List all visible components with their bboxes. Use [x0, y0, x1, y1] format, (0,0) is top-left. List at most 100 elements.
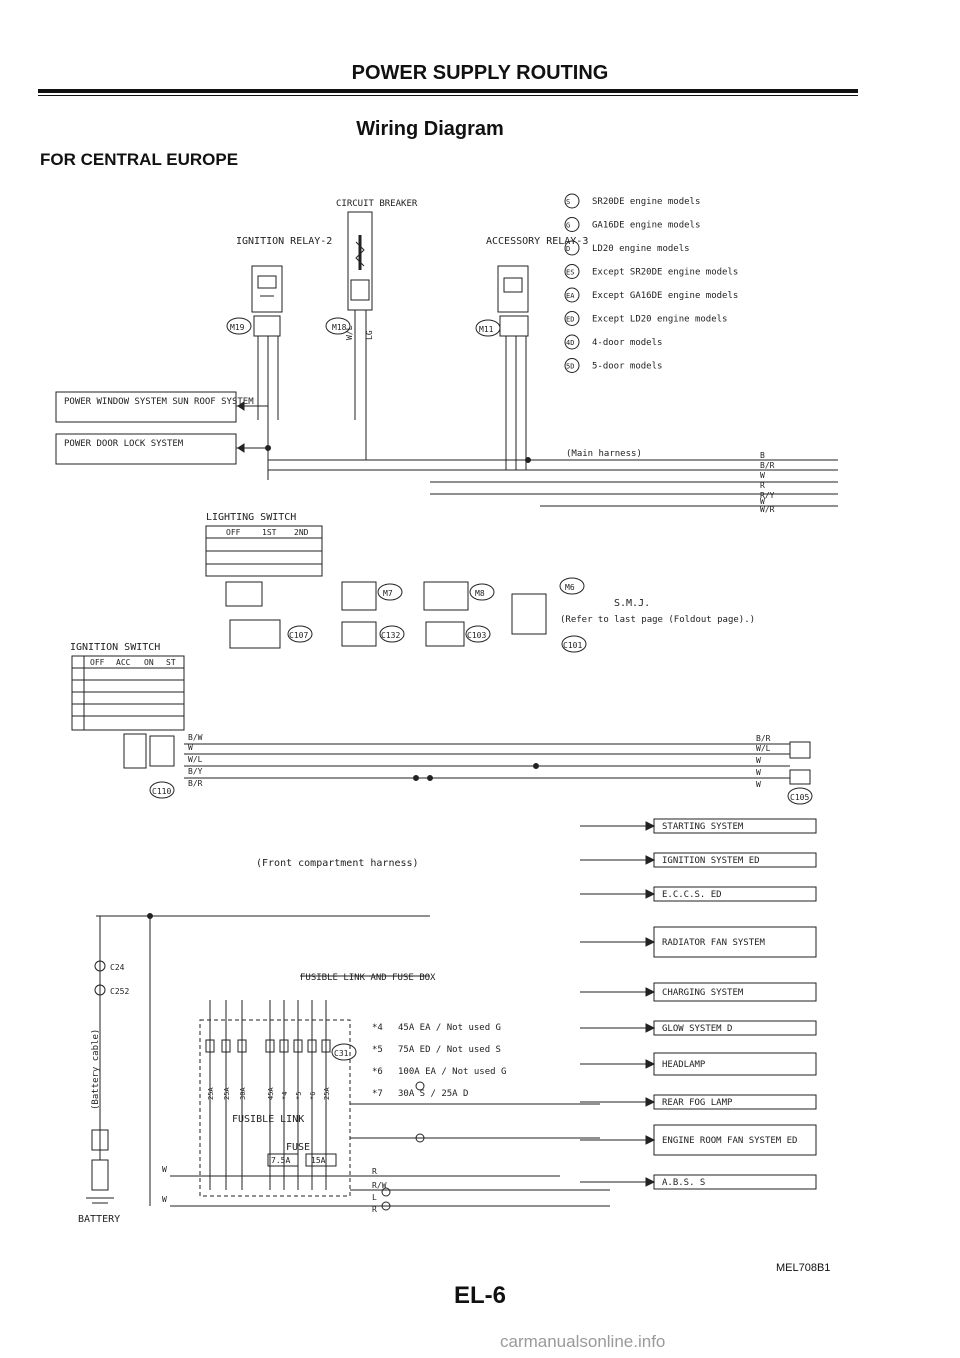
breaker-wire-lg: LG: [365, 330, 374, 340]
lighting-switch-label: LIGHTING SWITCH: [206, 512, 296, 523]
wire-color-label: W: [756, 756, 761, 765]
page-number: EL-6: [453, 1282, 506, 1309]
legend-item: D LD20 engine models: [564, 240, 690, 256]
connector-m19: M19: [230, 323, 245, 332]
right-output-label: E.C.C.S. ED: [662, 890, 722, 900]
breaker-wire-wl: W/L: [345, 325, 354, 340]
connector-c24: C24: [110, 963, 125, 972]
connector-c252: C252: [110, 987, 129, 996]
legend-text: GA16DE engine models: [592, 221, 700, 231]
legend-text: Except GA16DE engine models: [592, 291, 738, 301]
legend-code: EA: [566, 292, 575, 300]
legend-text: SR20DE engine models: [592, 197, 700, 207]
wire-color-label: W: [760, 497, 765, 506]
wire-color-label: B/W: [188, 733, 203, 742]
battery-cable-label: (Battery cable): [91, 1029, 101, 1110]
fuse-rating: *5: [295, 1092, 303, 1100]
right-output-label: A.B.S. S: [662, 1178, 705, 1188]
fuse-rating: 25A: [323, 1087, 331, 1100]
fuse-note: *5 75A ED / Not used S: [372, 1045, 501, 1055]
fuse-note-id: *5: [372, 1045, 383, 1055]
wire-color-label: W: [188, 743, 193, 752]
wire-color-label: R: [760, 481, 765, 490]
wire-color-label: W/L: [756, 744, 771, 753]
legend-text: Except SR20DE engine models: [592, 268, 738, 278]
lighting-pos-off: OFF: [226, 528, 241, 537]
ignition-pos-acc: ACC: [116, 658, 131, 667]
wire-color-label: W: [760, 471, 765, 480]
right-output-box: REAR FOG LAMP: [580, 1094, 817, 1110]
accessory-relay-label: ACCESSORY RELAY-3: [486, 236, 588, 247]
fuse-rating: 25A: [207, 1087, 215, 1100]
region-label: FOR CENTRAL EUROPE: [40, 150, 239, 169]
ignition-switch-label: IGNITION SWITCH: [70, 642, 160, 653]
right-output-label: IGNITION SYSTEM ED: [662, 856, 760, 866]
right-output-box: RADIATOR FAN SYSTEM: [580, 926, 817, 958]
connector-c105: C105: [790, 793, 809, 802]
wire-color-label: R/Y: [760, 491, 775, 500]
wire-color-label: B/R: [188, 779, 203, 788]
connector-c31: C31: [334, 1049, 349, 1058]
right-output-label: RADIATOR FAN SYSTEM: [662, 938, 766, 948]
fuse-note-text: 100A EA / Not used G: [398, 1067, 506, 1077]
ignition-relay-label: IGNITION RELAY-2: [236, 236, 332, 247]
right-output-label: CHARGING SYSTEM: [662, 988, 744, 998]
connector-c110: C110: [152, 787, 171, 796]
fuse-rating: 30A: [239, 1087, 247, 1100]
connector-c132: C132: [381, 631, 400, 640]
fuse-note-text: 45A EA / Not used G: [398, 1023, 501, 1033]
fuse-column: 25A: [321, 1000, 331, 1190]
smj-junction: M6 S.M.J. (Refer to last page (Foldout p…: [511, 577, 755, 653]
fuse-label: FUSE: [286, 1142, 310, 1153]
power-window-system-box: POWER WINDOW SYSTEM SUN ROOF SYSTEM: [64, 397, 254, 407]
ignition-pos-off: OFF: [90, 658, 105, 667]
fuse-column: 25A: [221, 1000, 231, 1190]
wire-color-label: B: [760, 451, 765, 460]
wire-color-label: B/R: [756, 734, 771, 743]
smj-note: (Refer to last page (Foldout page).): [560, 615, 755, 625]
power-door-lock-system-box: POWER DOOR LOCK SYSTEM: [64, 439, 184, 449]
connector-c101: C101: [563, 641, 582, 650]
lighting-pos-1st: 1ST: [262, 528, 277, 537]
legend-text: Except LD20 engine models: [592, 315, 727, 325]
wire-color-label: W/L: [188, 755, 203, 764]
watermark: carmanualsonline.info: [500, 1332, 666, 1351]
accessory-relay-3: ACCESSORY RELAY-3 M11: [475, 236, 588, 470]
fuse-note-id: *7: [372, 1089, 383, 1099]
connector-m6: M6: [565, 583, 575, 592]
wire-color-label: R: [372, 1167, 377, 1176]
right-output-box: IGNITION SYSTEM ED: [580, 852, 817, 868]
wire-color-label: L: [372, 1193, 377, 1202]
legend-item: G GA16DE engine models: [564, 217, 700, 232]
legend-code: G: [566, 222, 570, 230]
connector-m18: M18: [332, 323, 347, 332]
header-rule-thin: [38, 95, 858, 96]
connector-group-m7: M7 C132: [341, 581, 405, 647]
ignition-relay-2: IGNITION RELAY-2 M19: [226, 236, 332, 480]
right-output-box: ENGINE ROOM FAN SYSTEM ED: [580, 1124, 817, 1156]
right-output-box: A.B.S. S: [580, 1174, 817, 1190]
legend-code: 5D: [566, 363, 574, 371]
right-output-box: CHARGING SYSTEM: [580, 982, 817, 1002]
fusible-link-label: FUSIBLE LINK: [232, 1114, 304, 1125]
fuse-rating-15a: 15A: [311, 1156, 326, 1165]
lighting-pos-2nd: 2ND: [294, 528, 309, 537]
lighting-switch: LIGHTING SWITCH OFF 1ST 2ND C107: [205, 512, 323, 649]
fuse-note-text: 75A ED / Not used S: [398, 1045, 501, 1055]
legend-code: D: [566, 245, 570, 253]
wire-color-label: W: [756, 768, 761, 777]
legend-text: LD20 engine models: [592, 244, 690, 254]
fuse-column: 45A: [265, 1000, 275, 1190]
right-output-label: GLOW SYSTEM D: [662, 1024, 732, 1034]
fuse-rating-7-5a: 7.5A: [271, 1156, 290, 1165]
connector-group-m8: M8 C103: [423, 581, 495, 647]
